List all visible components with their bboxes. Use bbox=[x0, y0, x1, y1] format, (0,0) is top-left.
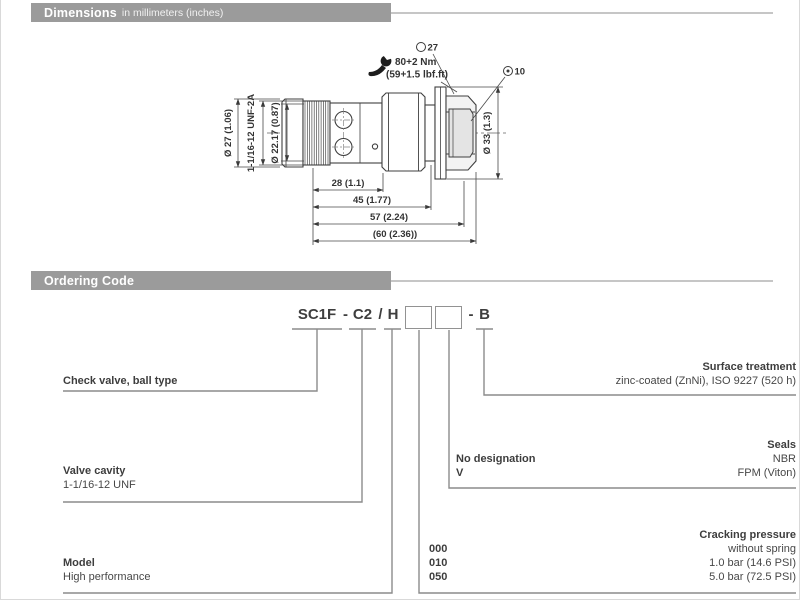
cross-hole-top bbox=[334, 110, 353, 130]
dim-dia2217-label: Ø 22.17 (0.87) bbox=[270, 102, 281, 163]
internal-hex-socket bbox=[448, 108, 474, 158]
code-separator-1: - bbox=[343, 306, 348, 323]
surface-label: Surface treatment bbox=[702, 361, 796, 373]
code-series: SC1F bbox=[297, 306, 337, 323]
code-surface: B bbox=[479, 306, 490, 323]
code-box-seals bbox=[435, 306, 462, 329]
dim-28-label: 28 (1.1) bbox=[332, 178, 365, 189]
callout-surface-treatment: Surface treatment zinc-coated (ZnNi), IS… bbox=[441, 360, 796, 388]
wrench-flats-icon bbox=[416, 42, 426, 52]
wrench-icon bbox=[368, 52, 394, 77]
cavity-value: 1-1/16-12 UNF bbox=[63, 479, 136, 491]
connector-model bbox=[63, 329, 393, 594]
cracking-option-code: 000 bbox=[429, 543, 448, 555]
model-label: Model bbox=[63, 557, 95, 569]
cavity-label: Valve cavity bbox=[63, 465, 126, 477]
code-separator-2: / bbox=[378, 306, 383, 323]
seals-option-row: No designation NBR bbox=[456, 452, 796, 466]
cracking-option-row: 000 without spring bbox=[429, 542, 796, 556]
cracking-option-row: 050 5.0 bar (72.5 PSI) bbox=[429, 570, 796, 584]
valve-end-nut bbox=[445, 95, 477, 171]
torque-imperial-label: (59+1.5 lbf.ft) bbox=[386, 70, 448, 81]
dimension-lines bbox=[234, 53, 506, 245]
callout-type: Check valve, ball type bbox=[63, 374, 177, 388]
dimensions-section-header: Dimensions in millimeters (inches) bbox=[31, 3, 391, 22]
callout-valve-cavity: Valve cavity 1-1/16-12 UNF bbox=[63, 464, 136, 492]
valve-cylinder bbox=[329, 102, 383, 164]
seals-label: Seals bbox=[767, 439, 796, 451]
model-value: High performance bbox=[63, 571, 151, 583]
torque-leader bbox=[440, 81, 458, 93]
dim-60-label: (60 (2.36)) bbox=[373, 229, 417, 240]
code-model: H bbox=[387, 306, 399, 323]
code-separator-3: - bbox=[468, 306, 474, 323]
callout-seals-title: Seals bbox=[441, 438, 796, 452]
dim-dia33-label: Ø 33 (1.3) bbox=[482, 112, 493, 155]
drawing-labels: Ø 27 (1.06) 1-1/16-12 UNF-2A Ø 22.17 (0.… bbox=[223, 43, 525, 241]
type-label: Check valve, ball type bbox=[63, 375, 178, 387]
code-box-cracking bbox=[405, 306, 432, 329]
surface-value: zinc-coated (ZnNi), ISO 9227 (520 h) bbox=[615, 375, 796, 387]
seals-option-value: NBR bbox=[772, 453, 796, 465]
cracking-option-code: 010 bbox=[429, 557, 448, 569]
hole-centerlines bbox=[332, 108, 355, 158]
ordering-title: Ordering Code bbox=[44, 273, 135, 288]
dimensions-subtitle: in millimeters (inches) bbox=[121, 6, 224, 19]
bleed-hole bbox=[371, 143, 379, 150]
dimensions-title: Dimensions bbox=[44, 5, 117, 20]
ordering-header-rule bbox=[391, 280, 773, 282]
valve-hex-body bbox=[381, 92, 426, 172]
cracking-option-value: without spring bbox=[728, 543, 796, 555]
seals-option-value: FPM (Viton) bbox=[737, 467, 796, 479]
dim-dia27-label: Ø 27 (1.06) bbox=[223, 109, 234, 157]
cracking-label: Cracking pressure bbox=[699, 529, 796, 541]
valve-nose-cap bbox=[281, 98, 304, 168]
dim-57-label: 57 (2.24) bbox=[370, 212, 408, 223]
cracking-option-value: 5.0 bar (72.5 PSI) bbox=[709, 571, 796, 583]
socket-hex-icon bbox=[503, 66, 513, 76]
wrench-size-leader bbox=[432, 53, 455, 95]
seals-option-code: V bbox=[456, 467, 464, 479]
code-cavity: C2 bbox=[352, 306, 373, 323]
valve-flange bbox=[434, 86, 447, 180]
dim-thread-label: 1-1/16-12 UNF-2A bbox=[246, 94, 257, 172]
valve-body bbox=[281, 86, 477, 180]
valve-thread-section bbox=[302, 100, 331, 166]
seals-option-code: No designation bbox=[456, 453, 536, 465]
ordering-section-header: Ordering Code bbox=[31, 271, 391, 290]
socket-hex-value: 10 bbox=[515, 67, 526, 78]
seals-option-row: V FPM (Viton) bbox=[456, 466, 796, 480]
torque-metric-label: 80+2 Nm bbox=[395, 57, 437, 68]
cracking-option-code: 050 bbox=[429, 571, 448, 583]
callout-cracking-title: Cracking pressure bbox=[429, 528, 796, 542]
dim-45-label: 45 (1.77) bbox=[353, 195, 391, 206]
valve-neck bbox=[424, 104, 436, 162]
cracking-option-row: 010 1.0 bar (14.6 PSI) bbox=[429, 556, 796, 570]
socket-hex-leader bbox=[470, 76, 506, 122]
cracking-option-value: 1.0 bar (14.6 PSI) bbox=[709, 557, 796, 569]
callout-model: Model High performance bbox=[63, 556, 150, 584]
dimensions-header-rule bbox=[391, 12, 773, 14]
wrench-flats-value: 27 bbox=[428, 43, 439, 54]
cross-hole-bottom bbox=[334, 137, 353, 157]
